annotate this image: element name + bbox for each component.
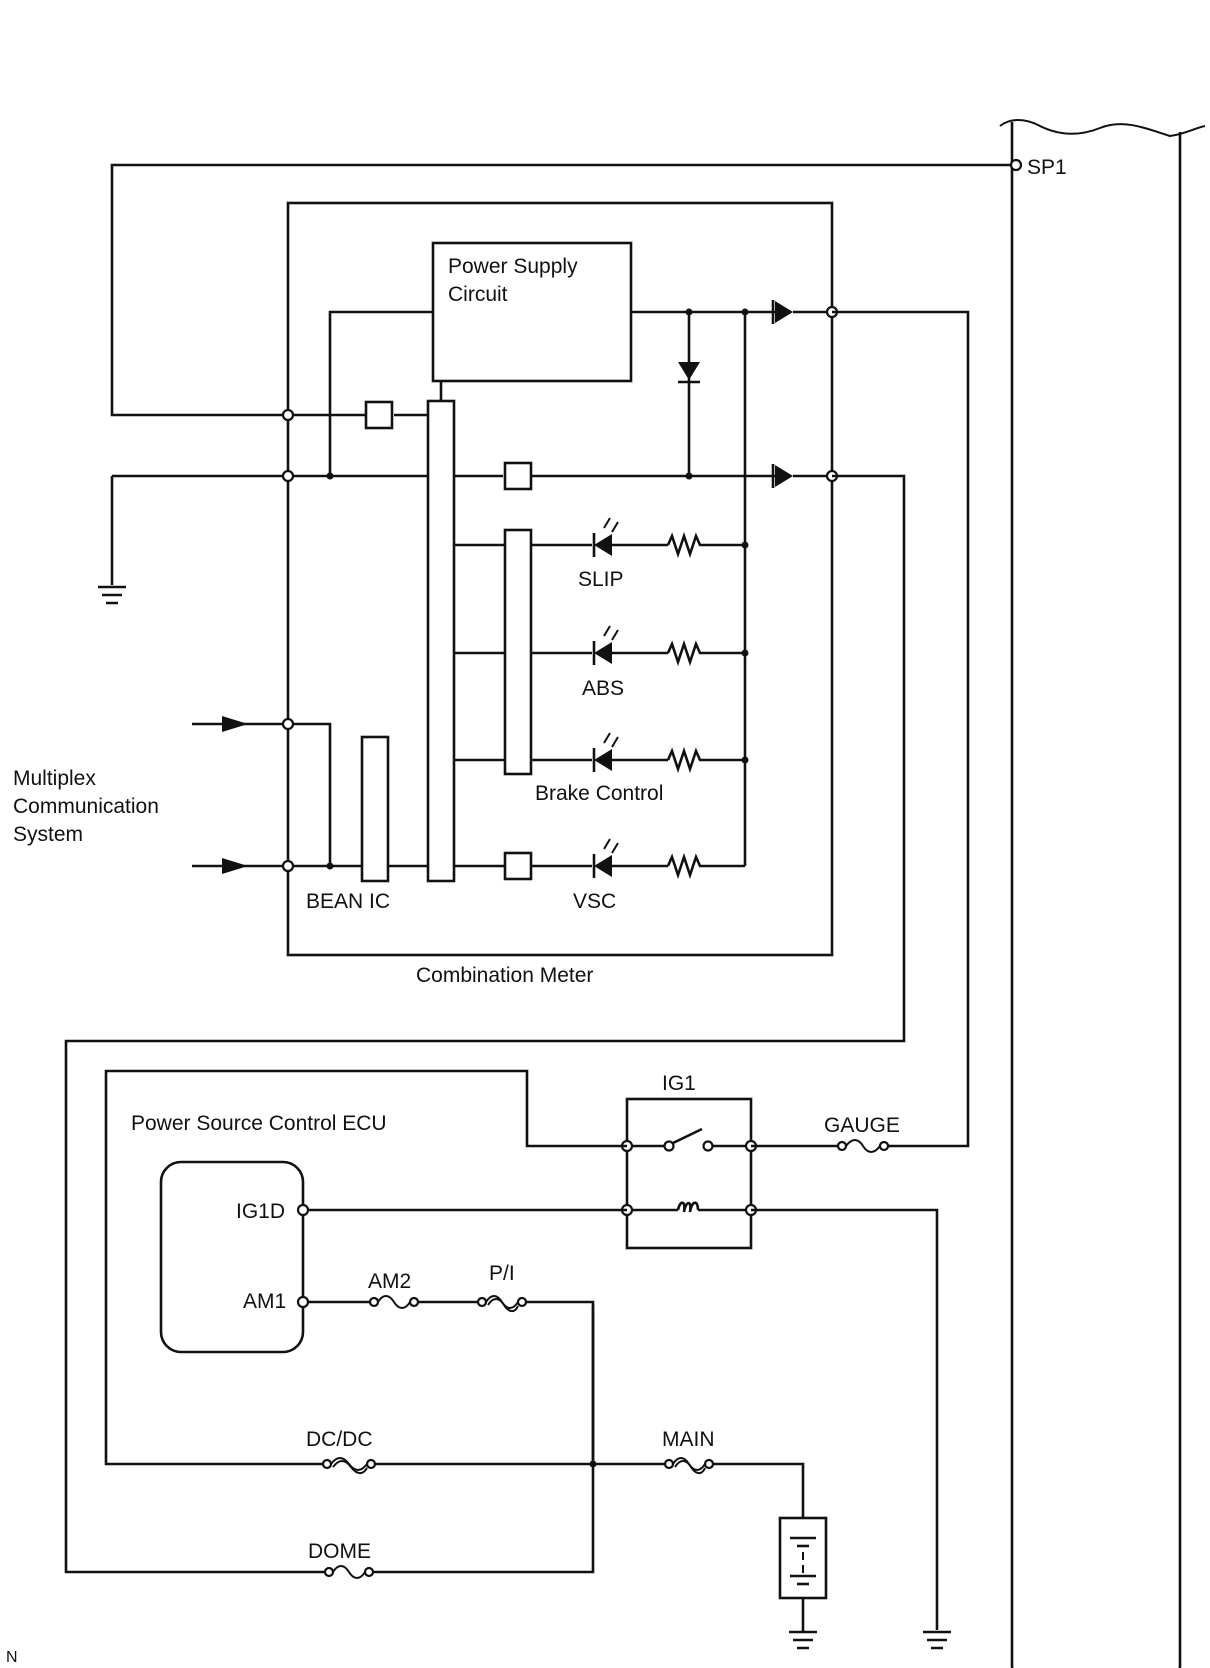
led-slip-row: [531, 517, 749, 559]
power-source-ecu-box: [159, 1160, 305, 1354]
dome-fuse: [323, 1565, 375, 1579]
sp1-label: SP1: [1027, 156, 1067, 179]
vsc-label: VSC: [573, 890, 616, 913]
battery-symbol: [778, 1516, 828, 1650]
gauge-label: GAUGE: [824, 1114, 900, 1137]
diode-vertical: [678, 362, 700, 384]
power-supply-label-line1: Power Supply: [448, 255, 578, 278]
ecu-terminal-ig1d: [296, 1203, 310, 1217]
wire-gauge-feed: [832, 310, 970, 1148]
bean-ic-label: BEAN IC: [306, 890, 390, 913]
meter-terminal-mpx1: [281, 717, 295, 731]
brake-warning-ic-bar: [503, 528, 533, 776]
am2-fuse: [368, 1295, 420, 1309]
sp1-terminal: [1009, 158, 1023, 172]
combination-meter-box: [286, 201, 834, 957]
sp1-connector-box: [364, 400, 394, 430]
ground-row-connector: [503, 461, 533, 491]
ecu-terminal-am1: [296, 1295, 310, 1309]
main-fuse: [663, 1457, 715, 1475]
slip-label: SLIP: [578, 568, 624, 591]
ig1-relay-coil: [627, 1201, 751, 1213]
pi-fuse: [476, 1295, 528, 1313]
multiplex-label-line2: Communication: [13, 795, 159, 818]
corner-mark: N: [6, 1649, 18, 1666]
ground-right-symbol: [923, 1630, 951, 1650]
multiplex-label-line1: Multiplex: [13, 767, 96, 790]
ig1-relay-switch: [627, 1127, 751, 1152]
ig1d-label: IG1D: [236, 1200, 285, 1223]
central-ic-bar: [426, 399, 456, 883]
dcdc-fuse: [321, 1457, 377, 1475]
meter-terminal-sp1: [281, 408, 295, 422]
ig1-relay-box: [625, 1097, 753, 1250]
meter-terminal-mpx2: [281, 859, 295, 873]
wire-dome-loop: [64, 474, 906, 1574]
main-label: MAIN: [662, 1428, 715, 1451]
power-supply-label-line2: Circuit: [448, 283, 508, 306]
dcdc-label: DC/DC: [306, 1428, 373, 1451]
am1-label: AM1: [243, 1290, 286, 1313]
led-abs-row: [531, 625, 749, 667]
dome-label: DOME: [308, 1540, 371, 1563]
gauge-fuse: [751, 1139, 890, 1153]
ground-left-symbol: [98, 585, 126, 605]
bean-ic-bar: [360, 735, 390, 883]
led-brake-control-row: [531, 732, 749, 774]
led-vsc-row: [454, 838, 745, 881]
diode-top-right: [771, 300, 793, 324]
am2-label: AM2: [368, 1270, 411, 1293]
power-source-ecu-label: Power Source Control ECU: [131, 1112, 387, 1135]
brake-control-label: Brake Control: [535, 782, 663, 805]
wire-sp1-top: [110, 163, 1012, 417]
multiplex-input-arrows: [192, 716, 288, 874]
abs-label: ABS: [582, 677, 624, 700]
sp1-junction-block: [999, 119, 1206, 1668]
combination-meter-label: Combination Meter: [416, 964, 593, 987]
meter-terminal-ground: [281, 469, 295, 483]
ig1-label: IG1: [662, 1072, 696, 1095]
diode-bottom-right: [771, 464, 793, 488]
wire-ig1-to-dcdc: [104, 1069, 627, 1466]
pi-label: P/I: [489, 1262, 515, 1285]
multiplex-label-line3: System: [13, 823, 83, 846]
